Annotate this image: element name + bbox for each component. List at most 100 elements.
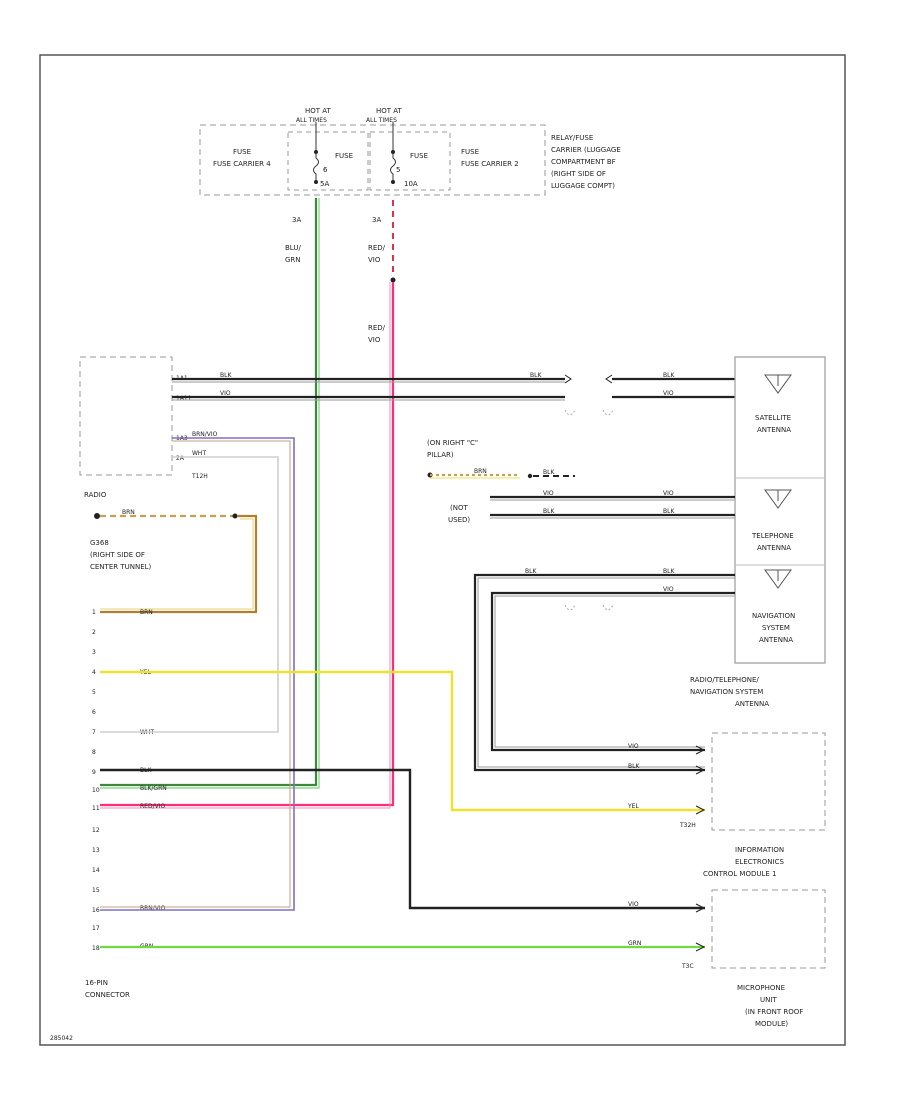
fuse-2-amp: 10A (404, 180, 418, 188)
navigation-wires: BLK BLK VIO VIO BLK (473, 568, 735, 772)
wire-label-blk-nav-2: BLK (663, 568, 675, 575)
ground-3: CENTER TUNNEL) (90, 563, 152, 571)
tel-antenna-1: TELEPHONE (751, 532, 794, 540)
hot-at-left: HOT AT (305, 107, 332, 115)
wire-label-blk-2: BLK (530, 372, 542, 379)
wire-label-vio-1: VIO (220, 390, 231, 397)
connector-1: 16-PIN (85, 979, 108, 987)
microphone-unit: T3C MICROPHONE UNIT (IN FRONT ROOF MODUL… (681, 889, 826, 1028)
info-module-3: CONTROL MODULE 1 (703, 870, 776, 878)
power-wires (100, 198, 396, 809)
pin-11: 11 (92, 805, 100, 812)
mic-unit-box (711, 889, 826, 969)
pin11-wire-redvio: RED/VIO (140, 803, 165, 810)
pin-2: 2 (92, 629, 96, 636)
pin-18: 18 (92, 945, 100, 952)
wire-label-blk-3: BLK (663, 372, 675, 379)
radio-pin-2: 1A11 (176, 395, 192, 402)
relay-block-1: RELAY/FUSE (551, 134, 593, 142)
wire-red-vio-2: VIO (368, 256, 381, 264)
information-module: T32H INFORMATION ELECTRONICS CONTROL MOD… (679, 732, 826, 878)
pin-6: 6 (92, 709, 96, 716)
mic-unit-3: (IN FRONT ROOF (745, 1008, 803, 1016)
wire-label-brn-pillar: BRN (474, 468, 487, 475)
pin-1: 1 (92, 609, 96, 616)
pillar-2: PILLAR) (427, 451, 454, 459)
pillar-1: (ON RIGHT "C" (427, 439, 478, 447)
diagram-frame (39, 54, 846, 1046)
mic-unit-1: MICROPHONE (737, 984, 785, 992)
not-used-1: (NOT (450, 504, 468, 512)
info-module-2: ELECTRONICS (735, 858, 784, 866)
fuse-4-box (287, 131, 369, 191)
ground-icon (94, 513, 100, 519)
fuse-carrier-2-line1: FUSE (461, 148, 479, 156)
sat-antenna-1: SATELLITE (755, 414, 791, 422)
hot-at-right: HOT AT (376, 107, 403, 115)
rtn-antenna-2: NAVIGATION SYSTEM (690, 688, 763, 696)
wire-red-vio-3: RED/ (368, 324, 386, 332)
wire-blu-grn-2: GRN (285, 256, 301, 264)
radio-label: RADIO (84, 491, 107, 499)
wire-label-vio-2: VIO (663, 390, 674, 397)
nav-antenna-2: SYSTEM (762, 624, 790, 632)
pin-7: 7 (92, 729, 96, 736)
pin-8: 8 (92, 749, 96, 756)
fuse-carrier-4-label: FUSE CARRIER 4 (213, 160, 271, 168)
all-times-right: ALL TIMES (366, 117, 397, 124)
wire-label-brn-g: BRN (122, 509, 135, 516)
wire-label-vio-tel-2: VIO (663, 490, 674, 497)
radio-connector: T12H (191, 473, 208, 480)
fuse-2-num: 5 (396, 166, 400, 174)
fuse-4-amp: 5A (320, 180, 329, 188)
pin-13: 13 (92, 847, 100, 854)
pin-17: 17 (92, 925, 100, 932)
pin-15: 15 (92, 887, 100, 894)
rtn-antenna-3: ANTENNA (735, 700, 769, 708)
satellite-wires: BLK VIO BLK BLK VIO (172, 372, 735, 416)
wire-label-brnvio-radio: BRN/VIO (192, 431, 218, 438)
telephone-wires: (ON RIGHT "C" PILLAR) BRN BLK (NOT USED)… (427, 439, 735, 524)
not-used-2: USED) (448, 516, 470, 524)
fuse-carrier-2-label: FUSE CARRIER 2 (461, 160, 519, 168)
fuse-2-word: FUSE (410, 152, 428, 160)
wire-label-grn-mic: GRN (628, 940, 641, 947)
fuse-4-word: FUSE (335, 152, 353, 160)
all-times-left: ALL TIMES (296, 117, 327, 124)
pin-4: 4 (92, 669, 96, 676)
mic-unit-4: MODULE) (755, 1020, 788, 1028)
wire-label-blk-1: BLK (220, 372, 232, 379)
wire-label-wht-radio: WHT (192, 450, 206, 457)
rtn-antenna-1: RADIO/TELEPHONE/ (690, 676, 759, 684)
fuse-2-box (369, 131, 451, 191)
wire-red-vio-4: VIO (368, 336, 381, 344)
pin-12: 12 (92, 827, 100, 834)
radio-box (79, 356, 173, 476)
pin16-wire-brnvio: BRN/VIO (140, 905, 166, 912)
fuse-carrier-4-line1: FUSE (233, 148, 251, 156)
ground-1: G368 (90, 539, 109, 547)
wire-blu-grn-1: BLU/ (285, 244, 301, 252)
wire-label-blk-tel-2: BLK (663, 508, 675, 515)
pin-9: 9 (92, 769, 96, 776)
wire-label-blk-pillar: BLK (543, 469, 555, 476)
pin-left: 3A (292, 216, 301, 224)
relay-block-5: LUGGAGE COMPT) (551, 182, 615, 190)
wire-label-vio-nav: VIO (663, 586, 674, 593)
pin-10: 10 (92, 787, 100, 794)
wire-label-yel-info: YEL (627, 803, 639, 810)
radio-connector-wires: BRN/VIO WHT YEL VIO GRN (100, 431, 706, 952)
ground-g368: BRN G368 (RIGHT SIDE OF CENTER TUNNEL) (90, 509, 258, 614)
wire-label-vio-mic: VIO (628, 901, 639, 908)
pin-3: 3 (92, 649, 96, 656)
wire-label-blk-nav: BLK (525, 568, 537, 575)
tel-antenna-2: ANTENNA (757, 544, 791, 552)
figure-id: 285042 (50, 1035, 73, 1042)
pin10-wire-blkgrn: BLK/GRN (140, 785, 167, 792)
pin-16: 16 (92, 907, 100, 914)
mic-unit-2: UNIT (760, 996, 777, 1004)
fuse-area: HOT AT ALL TIMES HOT AT ALL TIMES FUSE F… (199, 107, 621, 344)
sat-antenna-2: ANTENNA (757, 426, 791, 434)
radio-pin-4: 2A (176, 455, 185, 462)
